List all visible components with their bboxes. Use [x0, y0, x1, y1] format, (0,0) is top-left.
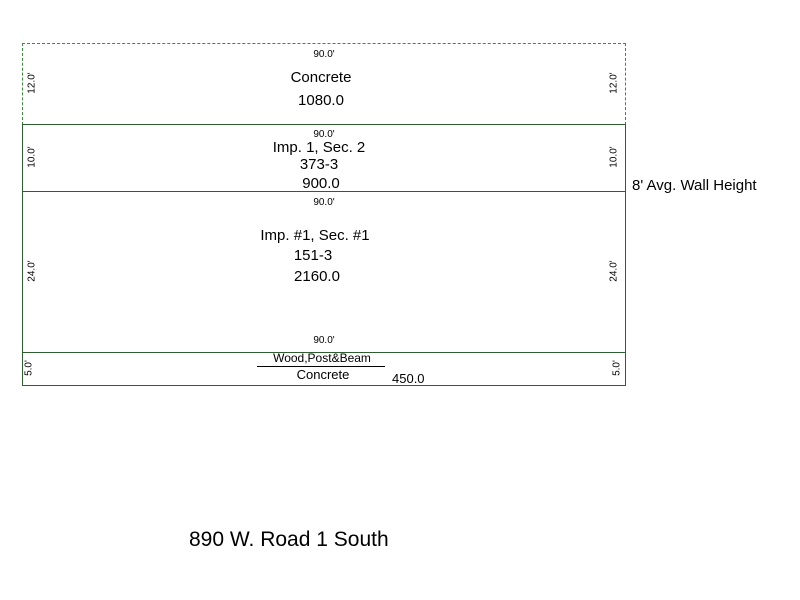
imp1-sec1-code: 151-3: [293, 247, 333, 264]
imp1-sec2-left-dimension: 10.0': [26, 146, 38, 168]
porch-right-dimension: 5.0': [611, 360, 623, 376]
imp1-sec1-top-dimension: 90.0': [313, 197, 335, 208]
imp1-sec1-left-dimension: 24.0': [26, 260, 38, 282]
porch-label-bottom: Concrete: [296, 367, 350, 382]
imp1-sec2-label: Imp. 1, Sec. 2: [272, 139, 366, 156]
imp1-sec1-bottom-dimension: 90.0': [313, 335, 335, 346]
concrete-left-dimension: 12.0': [26, 72, 38, 94]
porch-label-divider: [257, 366, 385, 367]
imp1-sec2-code: 373-3: [299, 156, 339, 173]
imp1-sec1-label: Imp. #1, Sec. #1: [260, 227, 370, 244]
concrete-label: Concrete: [290, 69, 352, 86]
imp1-sec2-top-dimension: 90.0': [313, 129, 335, 140]
porch-left-dimension: 5.0': [23, 360, 35, 376]
porch-section-outline: [22, 352, 626, 386]
concrete-top-dimension: 90.0': [313, 49, 335, 60]
wall-height-note: 8' Avg. Wall Height: [632, 177, 757, 194]
imp1-sec2-right-dimension: 10.0': [608, 146, 620, 168]
imp1-sec1-right-dimension: 24.0': [608, 260, 620, 282]
property-address: 890 W. Road 1 South: [189, 528, 389, 551]
porch-label-top: Wood,Post&Beam: [273, 351, 371, 365]
concrete-right-dimension: 12.0': [608, 72, 620, 94]
imp1-sec1-area: 2160.0: [294, 268, 340, 285]
concrete-area: 1080.0: [298, 92, 344, 109]
porch-area: 450.0: [392, 371, 425, 386]
imp1-sec2-area: 900.0: [302, 175, 340, 192]
